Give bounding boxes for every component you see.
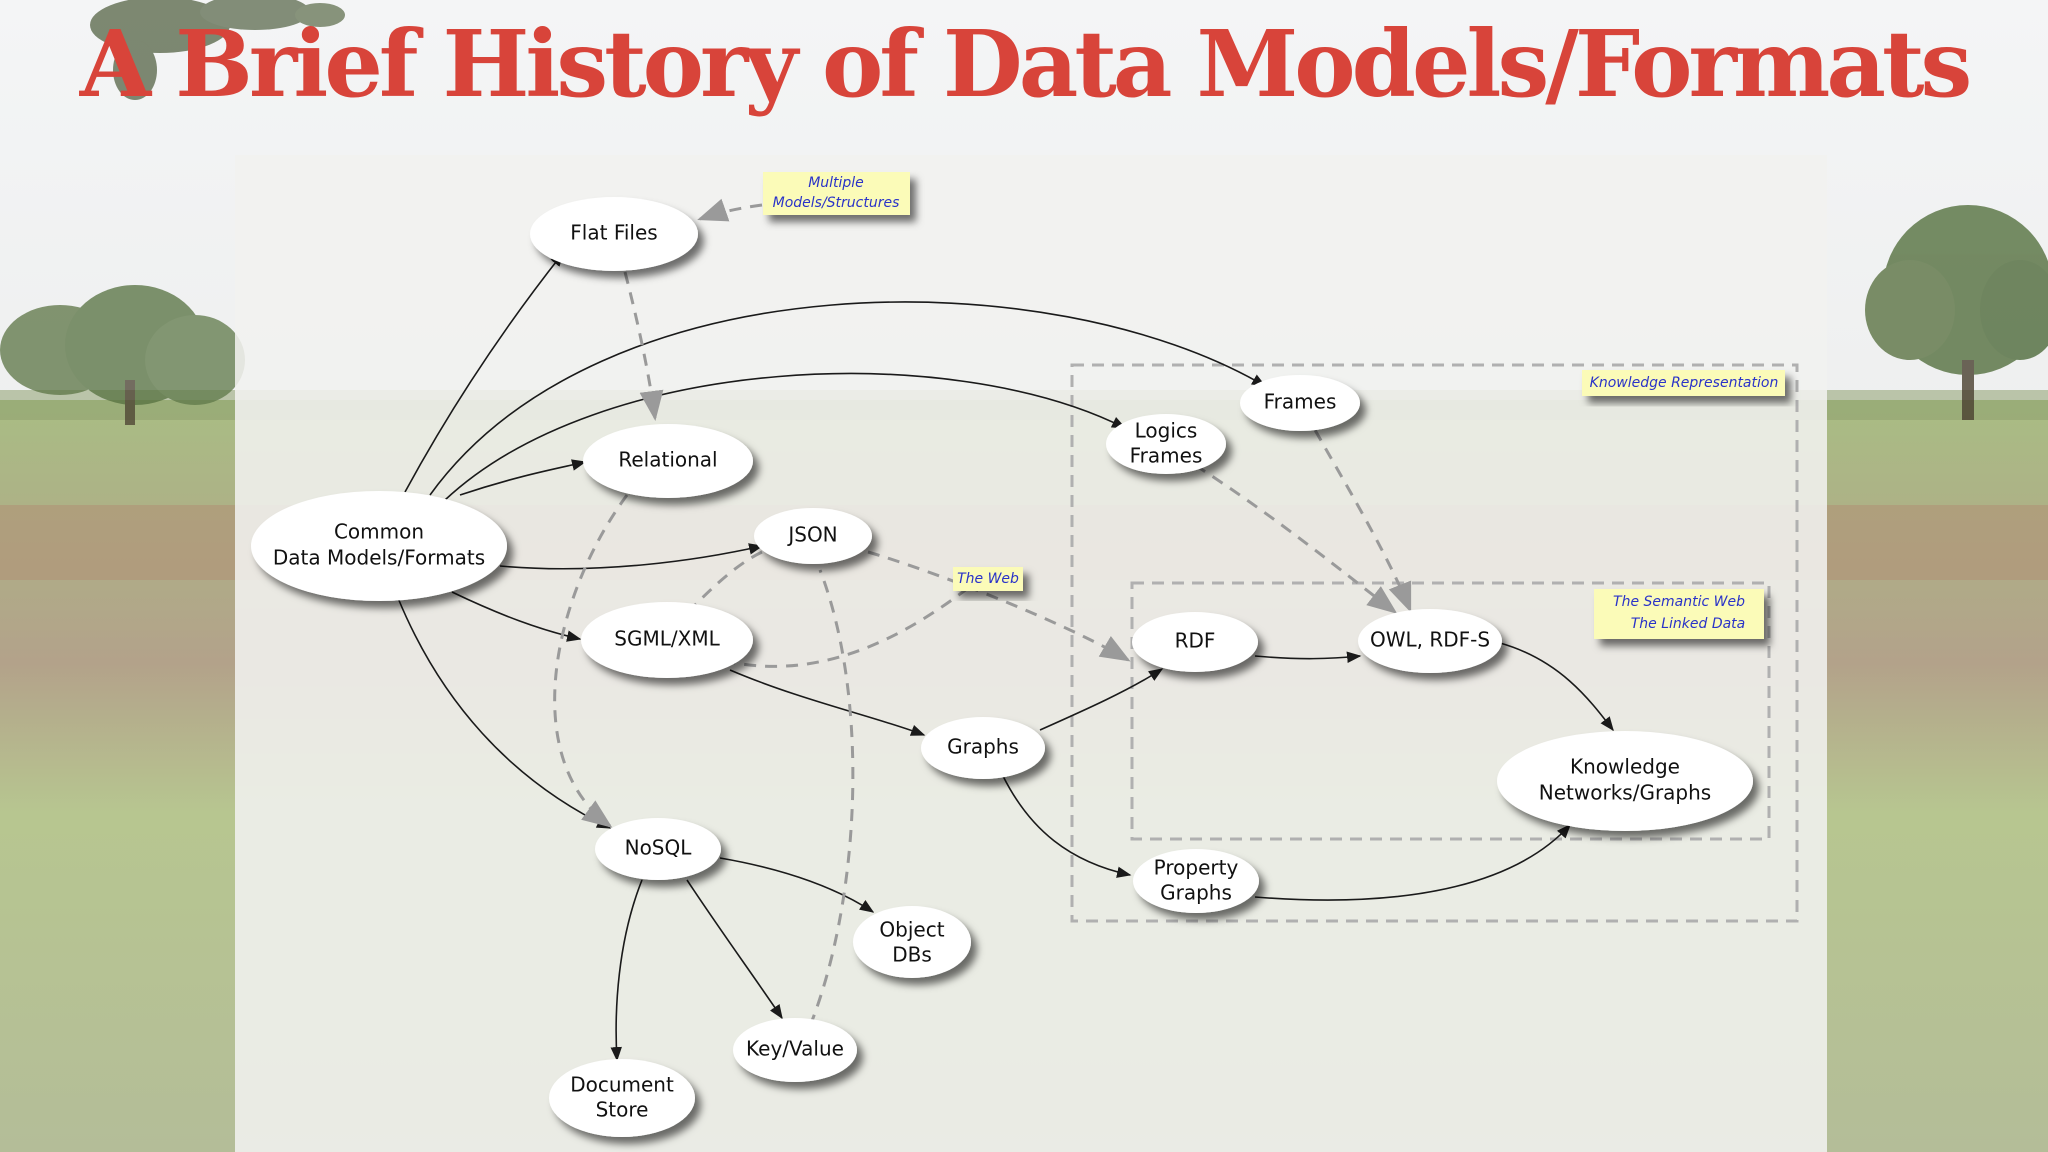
edge-logics-owl bbox=[1194, 463, 1398, 614]
svg-text:Frames: Frames bbox=[1130, 444, 1203, 468]
svg-text:Networks/Graphs: Networks/Graphs bbox=[1539, 781, 1711, 805]
svg-text:Common: Common bbox=[334, 520, 424, 544]
edge-nosql-document bbox=[610, 879, 643, 1062]
tree-right bbox=[1865, 205, 2048, 420]
node-rdf: RDF bbox=[1132, 612, 1258, 672]
node-nosql: NoSQL bbox=[595, 818, 721, 880]
node-relational: Relational bbox=[583, 424, 753, 498]
node-object-dbs: Object DBs bbox=[853, 906, 971, 978]
svg-text:The Linked Data: The Linked Data bbox=[1631, 616, 1746, 632]
dashed-edges bbox=[553, 198, 1412, 1027]
edge-common-json bbox=[499, 543, 764, 570]
svg-text:The Web: The Web bbox=[957, 571, 1019, 587]
svg-text:Object: Object bbox=[879, 918, 944, 942]
svg-text:Graphs: Graphs bbox=[1160, 881, 1232, 905]
svg-text:Document: Document bbox=[570, 1073, 674, 1097]
knowledge-representation-box bbox=[1070, 363, 1799, 923]
slide-title: A Brief History of Data Models/Formats bbox=[79, 10, 1973, 118]
edge-common-relational bbox=[459, 459, 587, 496]
svg-text:The Semantic Web: The Semantic Web bbox=[1613, 594, 1745, 610]
node-owl-rdfs: OWL, RDF-S bbox=[1358, 609, 1502, 673]
svg-text:Data Models/Formats: Data Models/Formats bbox=[273, 546, 485, 570]
solid-edges bbox=[397, 251, 1614, 1062]
edge-rdf-owl bbox=[1254, 651, 1362, 664]
svg-text:Store: Store bbox=[596, 1098, 649, 1122]
node-logics-frames: Logics Frames bbox=[1106, 414, 1226, 474]
edge-flatfiles-relational bbox=[623, 271, 664, 421]
node-document-store: Document Store bbox=[549, 1059, 695, 1137]
node-graphs: Graphs bbox=[921, 717, 1045, 779]
diagram-panel bbox=[235, 155, 1827, 1152]
edge-frames-owl bbox=[1313, 429, 1412, 613]
edge-json-sgml bbox=[688, 550, 763, 612]
branches-top bbox=[90, 0, 345, 100]
svg-text:RDF: RDF bbox=[1175, 629, 1216, 653]
edge-json-rdf bbox=[867, 550, 1131, 662]
edge-common-logics bbox=[444, 372, 1127, 501]
edge-graphs-property bbox=[1002, 775, 1132, 878]
node-key-value: Key/Value bbox=[733, 1018, 857, 1082]
note-multiple-models: Multiple Models/Structures bbox=[763, 172, 910, 215]
edge-common-nosql bbox=[397, 597, 612, 829]
svg-text:Models/Structures: Models/Structures bbox=[773, 195, 900, 211]
svg-text:OWL, RDF-S: OWL, RDF-S bbox=[1370, 628, 1490, 652]
node-json: JSON bbox=[754, 508, 872, 564]
svg-text:JSON: JSON bbox=[786, 523, 837, 547]
node-sgml-xml: SGML/XML bbox=[581, 602, 753, 678]
svg-text:Key/Value: Key/Value bbox=[746, 1037, 844, 1061]
svg-text:Frames: Frames bbox=[1264, 390, 1337, 414]
edge-graphs-rdf bbox=[1039, 668, 1164, 731]
edge-property-knowledge bbox=[1254, 823, 1571, 901]
svg-text:Multiple: Multiple bbox=[808, 175, 864, 191]
node-knowledge-networks: Knowledge Networks/Graphs bbox=[1497, 731, 1753, 831]
edge-nosql-keyvalue bbox=[686, 879, 783, 1020]
svg-text:SGML/XML: SGML/XML bbox=[614, 627, 720, 651]
svg-text:DBs: DBs bbox=[892, 943, 932, 967]
svg-text:Flat Files: Flat Files bbox=[570, 221, 657, 245]
edge-owl-knowledge bbox=[1499, 642, 1614, 732]
edge-sgml-graphs bbox=[729, 669, 926, 736]
edge-keyvalue-json bbox=[808, 569, 855, 1027]
edge-common-sgml bbox=[451, 591, 582, 642]
svg-text:Knowledge: Knowledge bbox=[1570, 755, 1680, 779]
note-the-web: The Web bbox=[953, 567, 1023, 591]
node-frames: Frames bbox=[1240, 375, 1360, 431]
node-flat-files: Flat Files bbox=[530, 197, 698, 271]
note-knowledge-representation: Knowledge Representation bbox=[1582, 370, 1785, 396]
edge-common-frames bbox=[429, 301, 1267, 496]
svg-text:Graphs: Graphs bbox=[947, 735, 1019, 759]
semantic-web-box bbox=[1130, 581, 1771, 841]
node-property-graphs: Property Graphs bbox=[1133, 849, 1259, 913]
node-common: Common Data Models/Formats bbox=[251, 491, 507, 601]
svg-text:Knowledge Representation: Knowledge Representation bbox=[1590, 375, 1779, 391]
svg-text:Property: Property bbox=[1154, 856, 1239, 880]
svg-text:Relational: Relational bbox=[618, 448, 717, 472]
note-semantic-web: The Semantic Web The Linked Data bbox=[1594, 589, 1764, 639]
edge-web-sgml bbox=[729, 586, 969, 668]
trees-left bbox=[0, 285, 245, 425]
svg-text:Logics: Logics bbox=[1135, 419, 1198, 443]
svg-text:NoSQL: NoSQL bbox=[625, 836, 693, 860]
edge-nosql-object bbox=[719, 857, 875, 913]
edge-common-flatfiles bbox=[404, 251, 564, 493]
edge-note-flatfiles bbox=[697, 198, 763, 222]
edge-relational-nosql bbox=[553, 494, 629, 828]
